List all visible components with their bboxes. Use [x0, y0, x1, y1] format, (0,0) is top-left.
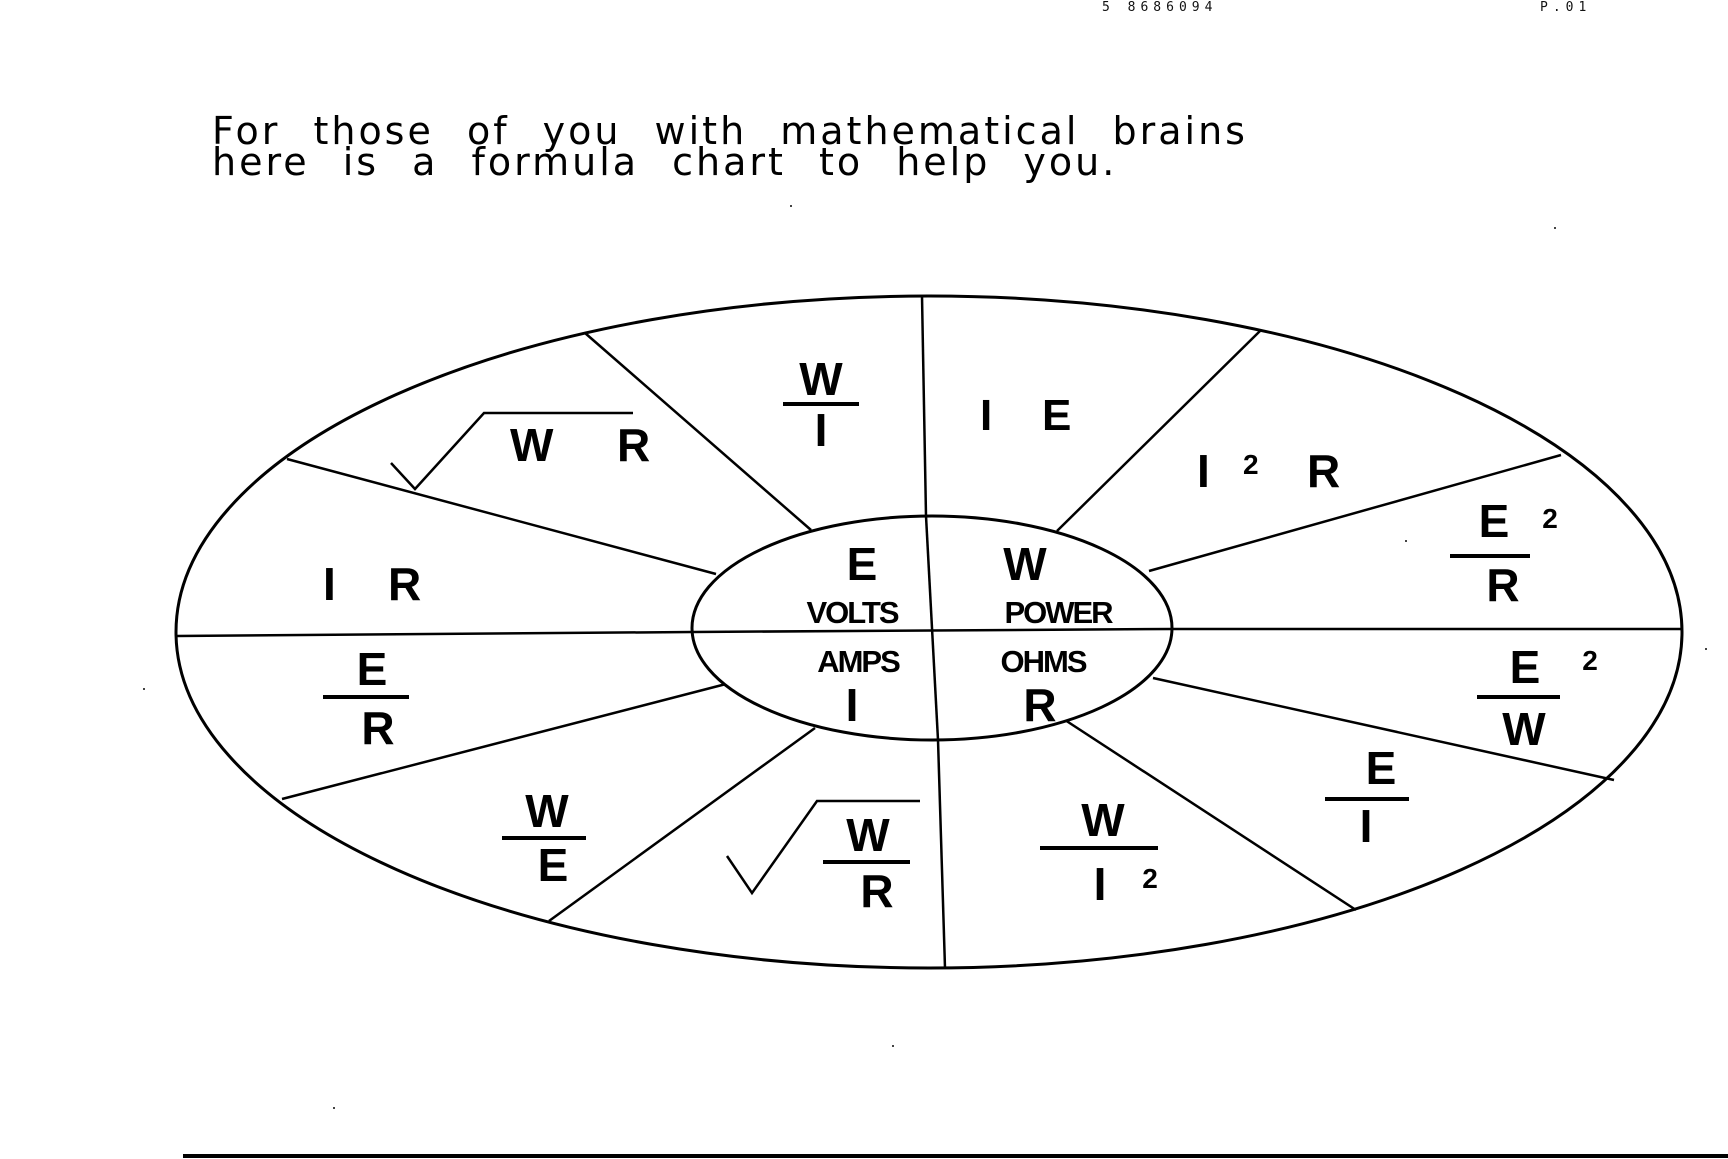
hub-volts: E VOLTS [806, 538, 900, 630]
divider-lines [175, 295, 1681, 969]
numerator: E [357, 643, 388, 695]
formula-i2r: I 2 [1197, 445, 1259, 497]
hub-word-power: POWER [1004, 595, 1113, 630]
sqrt-icon [390, 411, 633, 491]
hub-symbol-r: R [1023, 679, 1056, 731]
sym: I [1197, 445, 1210, 497]
scan-speck [892, 1045, 894, 1047]
formula-ie: I E [980, 391, 1071, 440]
superscript: 2 [1542, 503, 1558, 534]
hub-word-volts: VOLTS [806, 595, 898, 630]
formula-e-over-r: E R [323, 643, 409, 754]
formula-ir: I R [323, 558, 421, 610]
hub-symbol-w: W [1003, 538, 1047, 590]
scan-speck [1554, 227, 1556, 229]
sym: W [510, 419, 554, 471]
denominator: E [538, 839, 569, 891]
fax-number: 5 8686094 [1102, 0, 1218, 15]
hub-amps: AMPS I [817, 644, 902, 731]
intro-line-2: here is a formula chart to help you. [212, 140, 1118, 184]
formula-sqrt-wr: W R [390, 411, 650, 491]
formula-w-over-i2: W I 2 [1040, 794, 1158, 910]
sym: I [980, 391, 992, 440]
denominator: I [1360, 800, 1373, 852]
formula-sqrt-w-over-r: W R [725, 799, 920, 917]
denominator: R [1486, 559, 1519, 611]
numerator: W [1081, 794, 1125, 846]
numerator: W [525, 785, 569, 837]
denominator: R [361, 702, 394, 754]
superscript: 2 [1582, 645, 1598, 676]
formula-w-over-i: W I [783, 353, 859, 456]
numerator: E [1366, 742, 1397, 794]
bottom-rule [183, 1154, 1728, 1158]
denominator: I [1094, 858, 1107, 910]
denominator: W [1502, 703, 1546, 755]
formula-i2r-r: R [1307, 445, 1340, 497]
hub-ohms: OHMS R [1001, 644, 1089, 731]
fax-page-number: P.01 [1540, 0, 1592, 15]
denominator: I [815, 404, 828, 456]
sym: R [388, 558, 421, 610]
hub-power: W POWER [1003, 538, 1115, 630]
numerator: E [1510, 641, 1541, 693]
superscript: 2 [1243, 449, 1259, 480]
hub-symbol-i: I [846, 679, 859, 731]
sym: E [1042, 391, 1071, 440]
formula-e2-over-r: E 2 R [1450, 495, 1558, 611]
numerator: W [799, 353, 843, 405]
intro-text: For those of you with mathematical brain… [212, 109, 1652, 184]
sym: I [323, 558, 336, 610]
intro-line-1: For those of you with mathematical brain… [212, 109, 1248, 153]
scan-speck [1705, 648, 1707, 650]
formula-e-over-i: E I [1325, 742, 1409, 852]
outer-ring [174, 294, 1684, 970]
formula-w-over-e: W E [502, 785, 586, 891]
scan-speck [1405, 540, 1407, 542]
denominator: R [860, 865, 893, 917]
scan-speck [143, 688, 145, 690]
hub-word-amps: AMPS [817, 644, 900, 679]
scan-speck [333, 1107, 335, 1109]
numerator: W [846, 809, 890, 861]
sqrt-icon [725, 799, 920, 896]
scan-speck [790, 205, 792, 207]
hub-word-ohms: OHMS [1001, 644, 1087, 679]
superscript: 2 [1142, 863, 1158, 894]
numerator: E [1479, 495, 1510, 547]
formula-e2-over-w: E 2 W [1477, 641, 1598, 755]
hub-symbol-e: E [847, 538, 878, 590]
sym: R [617, 419, 650, 471]
